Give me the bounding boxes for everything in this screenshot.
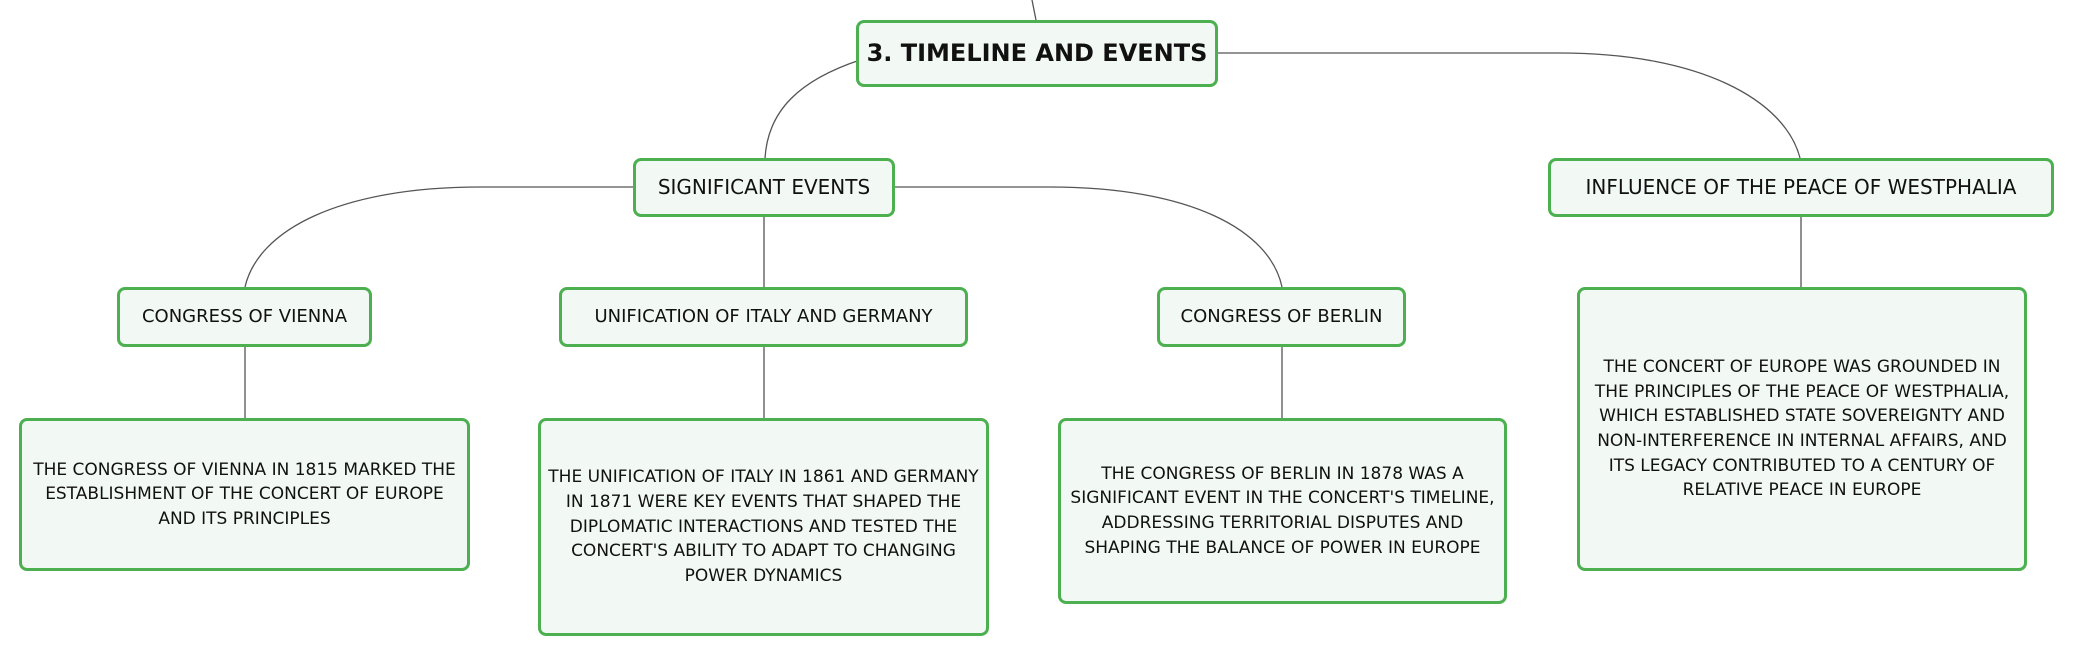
congress-of-berlin-detail-node[interactable]: THE CONGRESS OF BERLIN IN 1878 WAS A SIG… (1058, 418, 1507, 604)
influence-detail: THE CONCERT OF EUROPE WAS GROUNDED IN TH… (1594, 357, 2010, 501)
significant-events-label: SIGNIFICANT EVENTS (657, 175, 871, 199)
unification-node[interactable]: UNIFICATION OF ITALY AND GERMANY (559, 287, 968, 347)
root-node[interactable]: 3. TIMELINE AND EVENTS (856, 20, 1218, 87)
root-node-label: 3. TIMELINE AND EVENTS (866, 39, 1208, 68)
connector-root-to-influence (1218, 52, 1801, 159)
influence-label: INFLUENCE OF THE PEACE OF WESTPHALIA (1585, 175, 2017, 199)
unification-detail: THE UNIFICATION OF ITALY IN 1861 AND GER… (548, 467, 979, 586)
connector-events-to-berlin (893, 186, 1283, 288)
unification-detail-node[interactable]: THE UNIFICATION OF ITALY IN 1861 AND GER… (538, 418, 989, 636)
congress-of-vienna-label: CONGRESS OF VIENNA (141, 305, 348, 327)
congress-of-vienna-detail-node[interactable]: THE CONGRESS OF VIENNA IN 1815 MARKED TH… (19, 418, 470, 571)
influence-detail-node[interactable]: THE CONCERT OF EUROPE WAS GROUNDED IN TH… (1577, 287, 2027, 571)
connector-events-to-vienna (244, 186, 635, 288)
congress-of-berlin-node[interactable]: CONGRESS OF BERLIN (1157, 287, 1406, 347)
connector-root-to-significant-events (764, 59, 861, 159)
congress-of-vienna-node[interactable]: CONGRESS OF VIENNA (117, 287, 372, 347)
influence-node[interactable]: INFLUENCE OF THE PEACE OF WESTPHALIA (1548, 158, 2054, 217)
congress-of-berlin-label: CONGRESS OF BERLIN (1180, 305, 1383, 327)
unification-label: UNIFICATION OF ITALY AND GERMANY (594, 305, 933, 327)
congress-of-berlin-detail: THE CONGRESS OF BERLIN IN 1878 WAS A SIG… (1070, 463, 1495, 558)
congress-of-vienna-detail: THE CONGRESS OF VIENNA IN 1815 MARKED TH… (33, 459, 456, 529)
significant-events-node[interactable]: SIGNIFICANT EVENTS (633, 158, 895, 217)
connector-parent-to-root (1031, 0, 1037, 21)
